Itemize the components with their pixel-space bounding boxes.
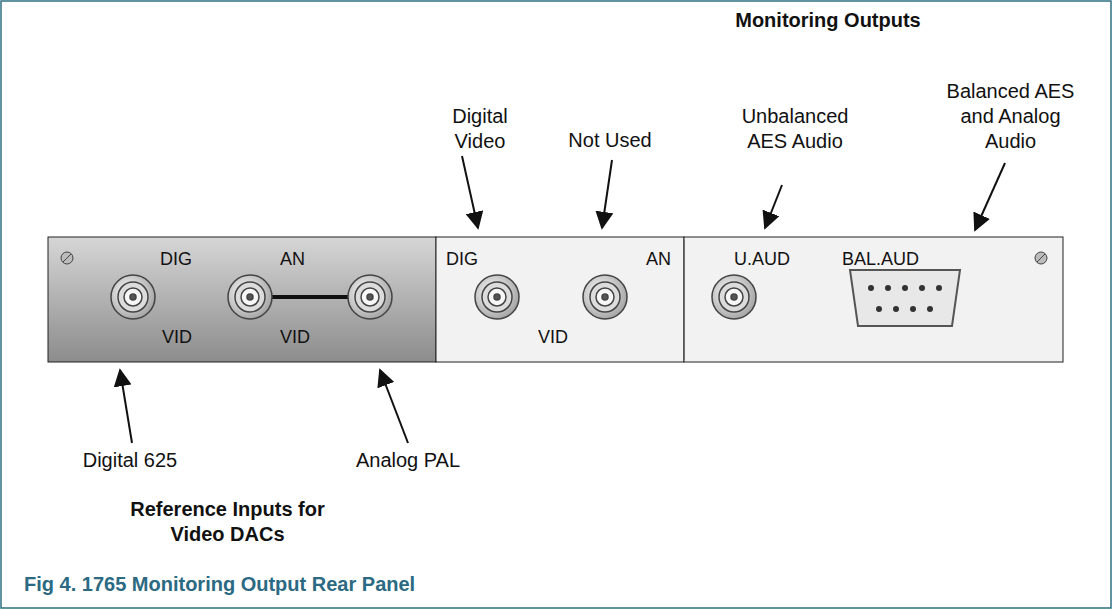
panel-section: DIG AN VID [436, 237, 684, 362]
callout-label: Digital Video [430, 104, 530, 154]
bnc-connector [111, 275, 155, 319]
section-heading: Monitoring Outputs [718, 8, 938, 33]
callout-label: Not Used [545, 128, 675, 153]
panel-legend: U.AUD [734, 249, 790, 270]
bnc-connector [235, 282, 265, 312]
figure-caption: Fig 4. 1765 Monitoring Output Rear Panel [24, 572, 415, 597]
panel-legend: DIG [446, 249, 478, 270]
bnc-connector [130, 294, 136, 300]
group-label: Reference Inputs for Video DACs [115, 497, 340, 547]
callout-label: Balanced AES and Analog Audio [938, 79, 1083, 154]
bnc-connector [583, 275, 627, 319]
panel-legend: VID [538, 327, 568, 348]
bnc-connector [361, 288, 379, 306]
bnc-connector [348, 275, 392, 319]
bnc-connector [596, 288, 614, 306]
panel-section: U.AUD BAL.AUD [684, 237, 1063, 362]
bnc-connector [482, 282, 512, 312]
callout-label: Analog PAL [318, 448, 498, 473]
panel-section: DIG AN VID VID [48, 237, 436, 362]
bnc-connector [355, 282, 385, 312]
bnc-connector [725, 288, 743, 306]
panel-legend: AN [280, 249, 305, 270]
bnc-connector [712, 275, 756, 319]
panel-legend: VID [162, 327, 192, 348]
bnc-connector [602, 294, 608, 300]
panel-legend: AN [646, 249, 671, 270]
bnc-connector [228, 275, 272, 319]
panel-legend: VID [280, 327, 310, 348]
callout-label: Digital 625 [40, 448, 220, 473]
bnc-connector [241, 288, 259, 306]
bnc-connector [719, 282, 749, 312]
bnc-connector [475, 275, 519, 319]
bnc-connector [367, 294, 373, 300]
bnc-connector [494, 294, 500, 300]
bnc-connector [124, 288, 142, 306]
bnc-connector [247, 294, 253, 300]
panel-legend: DIG [160, 249, 192, 270]
bnc-connector [590, 282, 620, 312]
panel-legend: BAL.AUD [842, 249, 919, 270]
callout-label: Unbalanced AES Audio [730, 104, 860, 154]
bnc-connector [731, 294, 737, 300]
bnc-connector [118, 282, 148, 312]
bnc-connector [488, 288, 506, 306]
